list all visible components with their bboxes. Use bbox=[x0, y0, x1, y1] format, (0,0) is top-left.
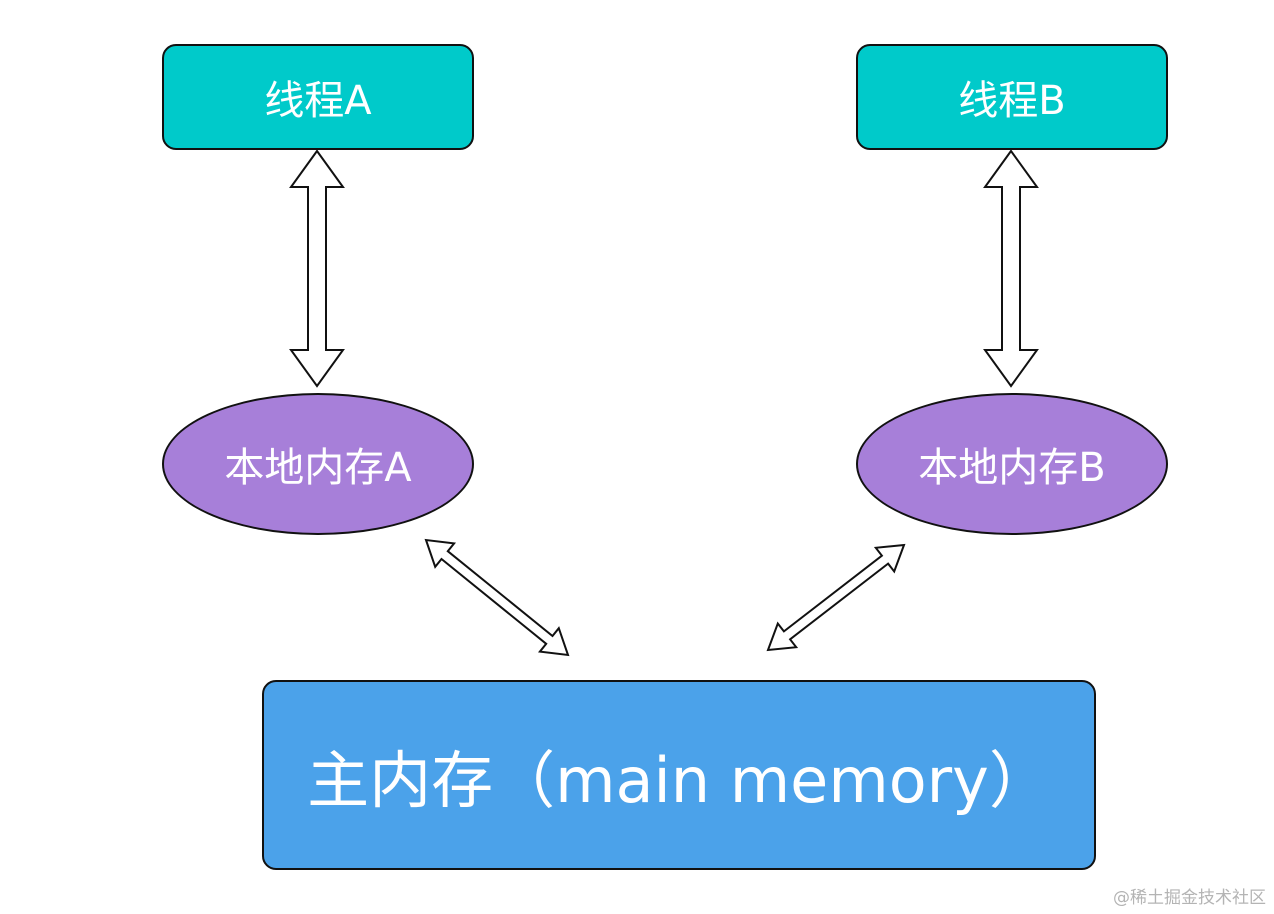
thread-b-label: 线程B bbox=[958, 78, 1066, 124]
local-memory-a-label: 本地内存A bbox=[224, 445, 412, 491]
local-memory-b-ellipse: 本地内存B bbox=[856, 393, 1168, 535]
arrow-thread-a-local-a bbox=[289, 149, 345, 388]
arrow-thread-b-local-b bbox=[983, 149, 1039, 388]
main-memory-label: 主内存（main memory） bbox=[307, 744, 1051, 817]
thread-a-box: 线程A bbox=[162, 44, 474, 150]
local-memory-a-ellipse: 本地内存A bbox=[162, 393, 474, 535]
arrow-local-b-main bbox=[766, 543, 906, 652]
thread-b-box: 线程B bbox=[856, 44, 1168, 150]
main-memory-box: 主内存（main memory） bbox=[262, 680, 1096, 870]
arrow-local-a-main bbox=[424, 538, 570, 657]
thread-a-label: 线程A bbox=[264, 78, 372, 124]
local-memory-b-label: 本地内存B bbox=[918, 445, 1106, 491]
watermark: @稀土掘金技术社区 bbox=[1113, 888, 1266, 908]
